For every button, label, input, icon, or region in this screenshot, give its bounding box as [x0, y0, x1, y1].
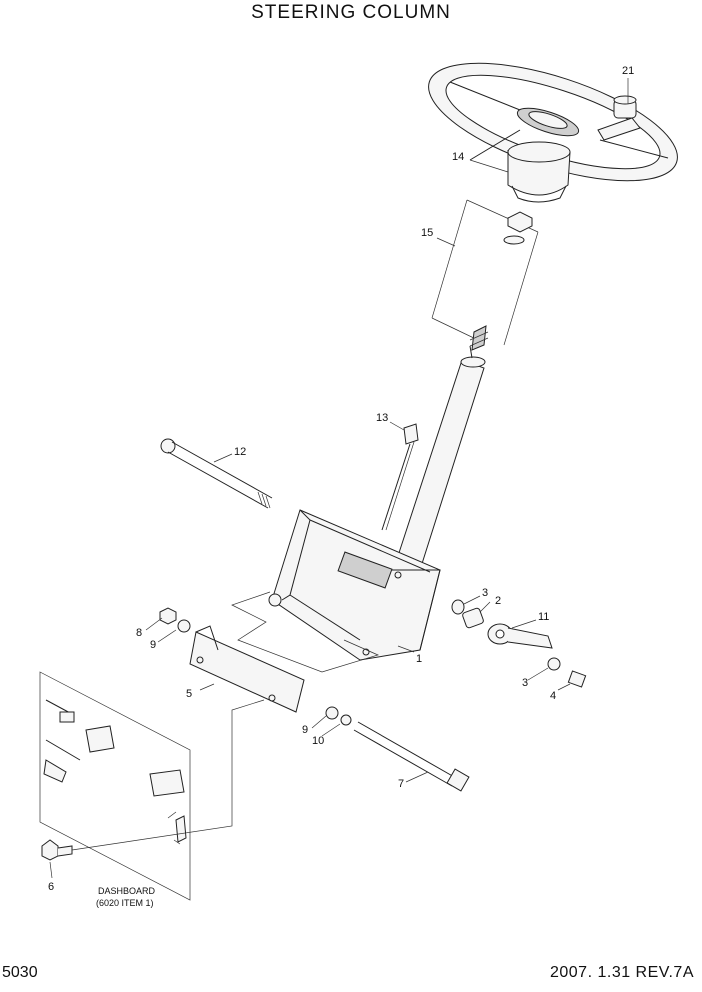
callout-13: 13 — [376, 412, 388, 424]
callout-2: 2 — [495, 595, 501, 607]
page-number: 5030 — [2, 964, 38, 981]
dashboard-panel — [39, 671, 191, 901]
steering-knob — [597, 95, 641, 141]
callout-3-upper: 3 — [482, 587, 488, 599]
arm-11 — [487, 623, 553, 649]
page-title: STEERING COLUMN — [251, 2, 451, 23]
callout-5: 5 — [186, 688, 192, 700]
bolt-12 — [160, 438, 273, 509]
callout-11: 11 — [538, 611, 549, 623]
callout-12: 12 — [234, 446, 246, 458]
bolt-6 — [41, 839, 73, 861]
leader-lines — [49, 78, 629, 879]
callouts: 21 14 15 13 12 3 2 11 1 8 9 5 9 10 3 4 7… — [48, 65, 634, 893]
washer-9b — [325, 706, 339, 720]
callout-8: 8 — [136, 627, 142, 639]
bolt-7 — [353, 721, 470, 792]
dashboard-label-line1: DASHBOARD — [98, 886, 156, 896]
callout-15: 15 — [421, 227, 433, 239]
part-group-15 — [431, 199, 539, 346]
column-nut — [503, 211, 533, 245]
callout-3-lower: 3 — [522, 677, 528, 689]
bolt-6-leader-path — [71, 699, 265, 851]
callout-9-upper: 9 — [150, 639, 156, 651]
callout-14: 14 — [452, 151, 464, 163]
revision-label: 2007. 1.31 REV.7A — [549, 964, 694, 981]
support-bracket — [268, 509, 441, 661]
callout-1: 1 — [416, 653, 422, 665]
washer-9a — [177, 619, 191, 633]
shaft-spline — [469, 325, 489, 351]
dashboard-label-line2: (6020 ITEM 1) — [96, 898, 154, 908]
steering-hub — [507, 141, 571, 203]
bushing-2 — [462, 607, 484, 629]
callout-10: 10 — [312, 735, 324, 747]
callout-9-lower: 9 — [302, 724, 308, 736]
washer-3a — [451, 599, 465, 615]
washer-3b — [547, 657, 561, 671]
phantom-outline — [231, 591, 380, 673]
bolt-4 — [567, 670, 587, 688]
callout-7: 7 — [398, 778, 404, 790]
steering-wheel — [428, 62, 678, 182]
bolt-13 — [381, 423, 419, 531]
callout-6: 6 — [48, 881, 54, 893]
callout-21: 21 — [622, 65, 634, 77]
plate-5 — [189, 625, 305, 713]
nut-8 — [159, 607, 177, 625]
washer-10 — [340, 714, 352, 726]
callout-4: 4 — [550, 690, 556, 702]
steering-column-tube — [395, 345, 486, 571]
